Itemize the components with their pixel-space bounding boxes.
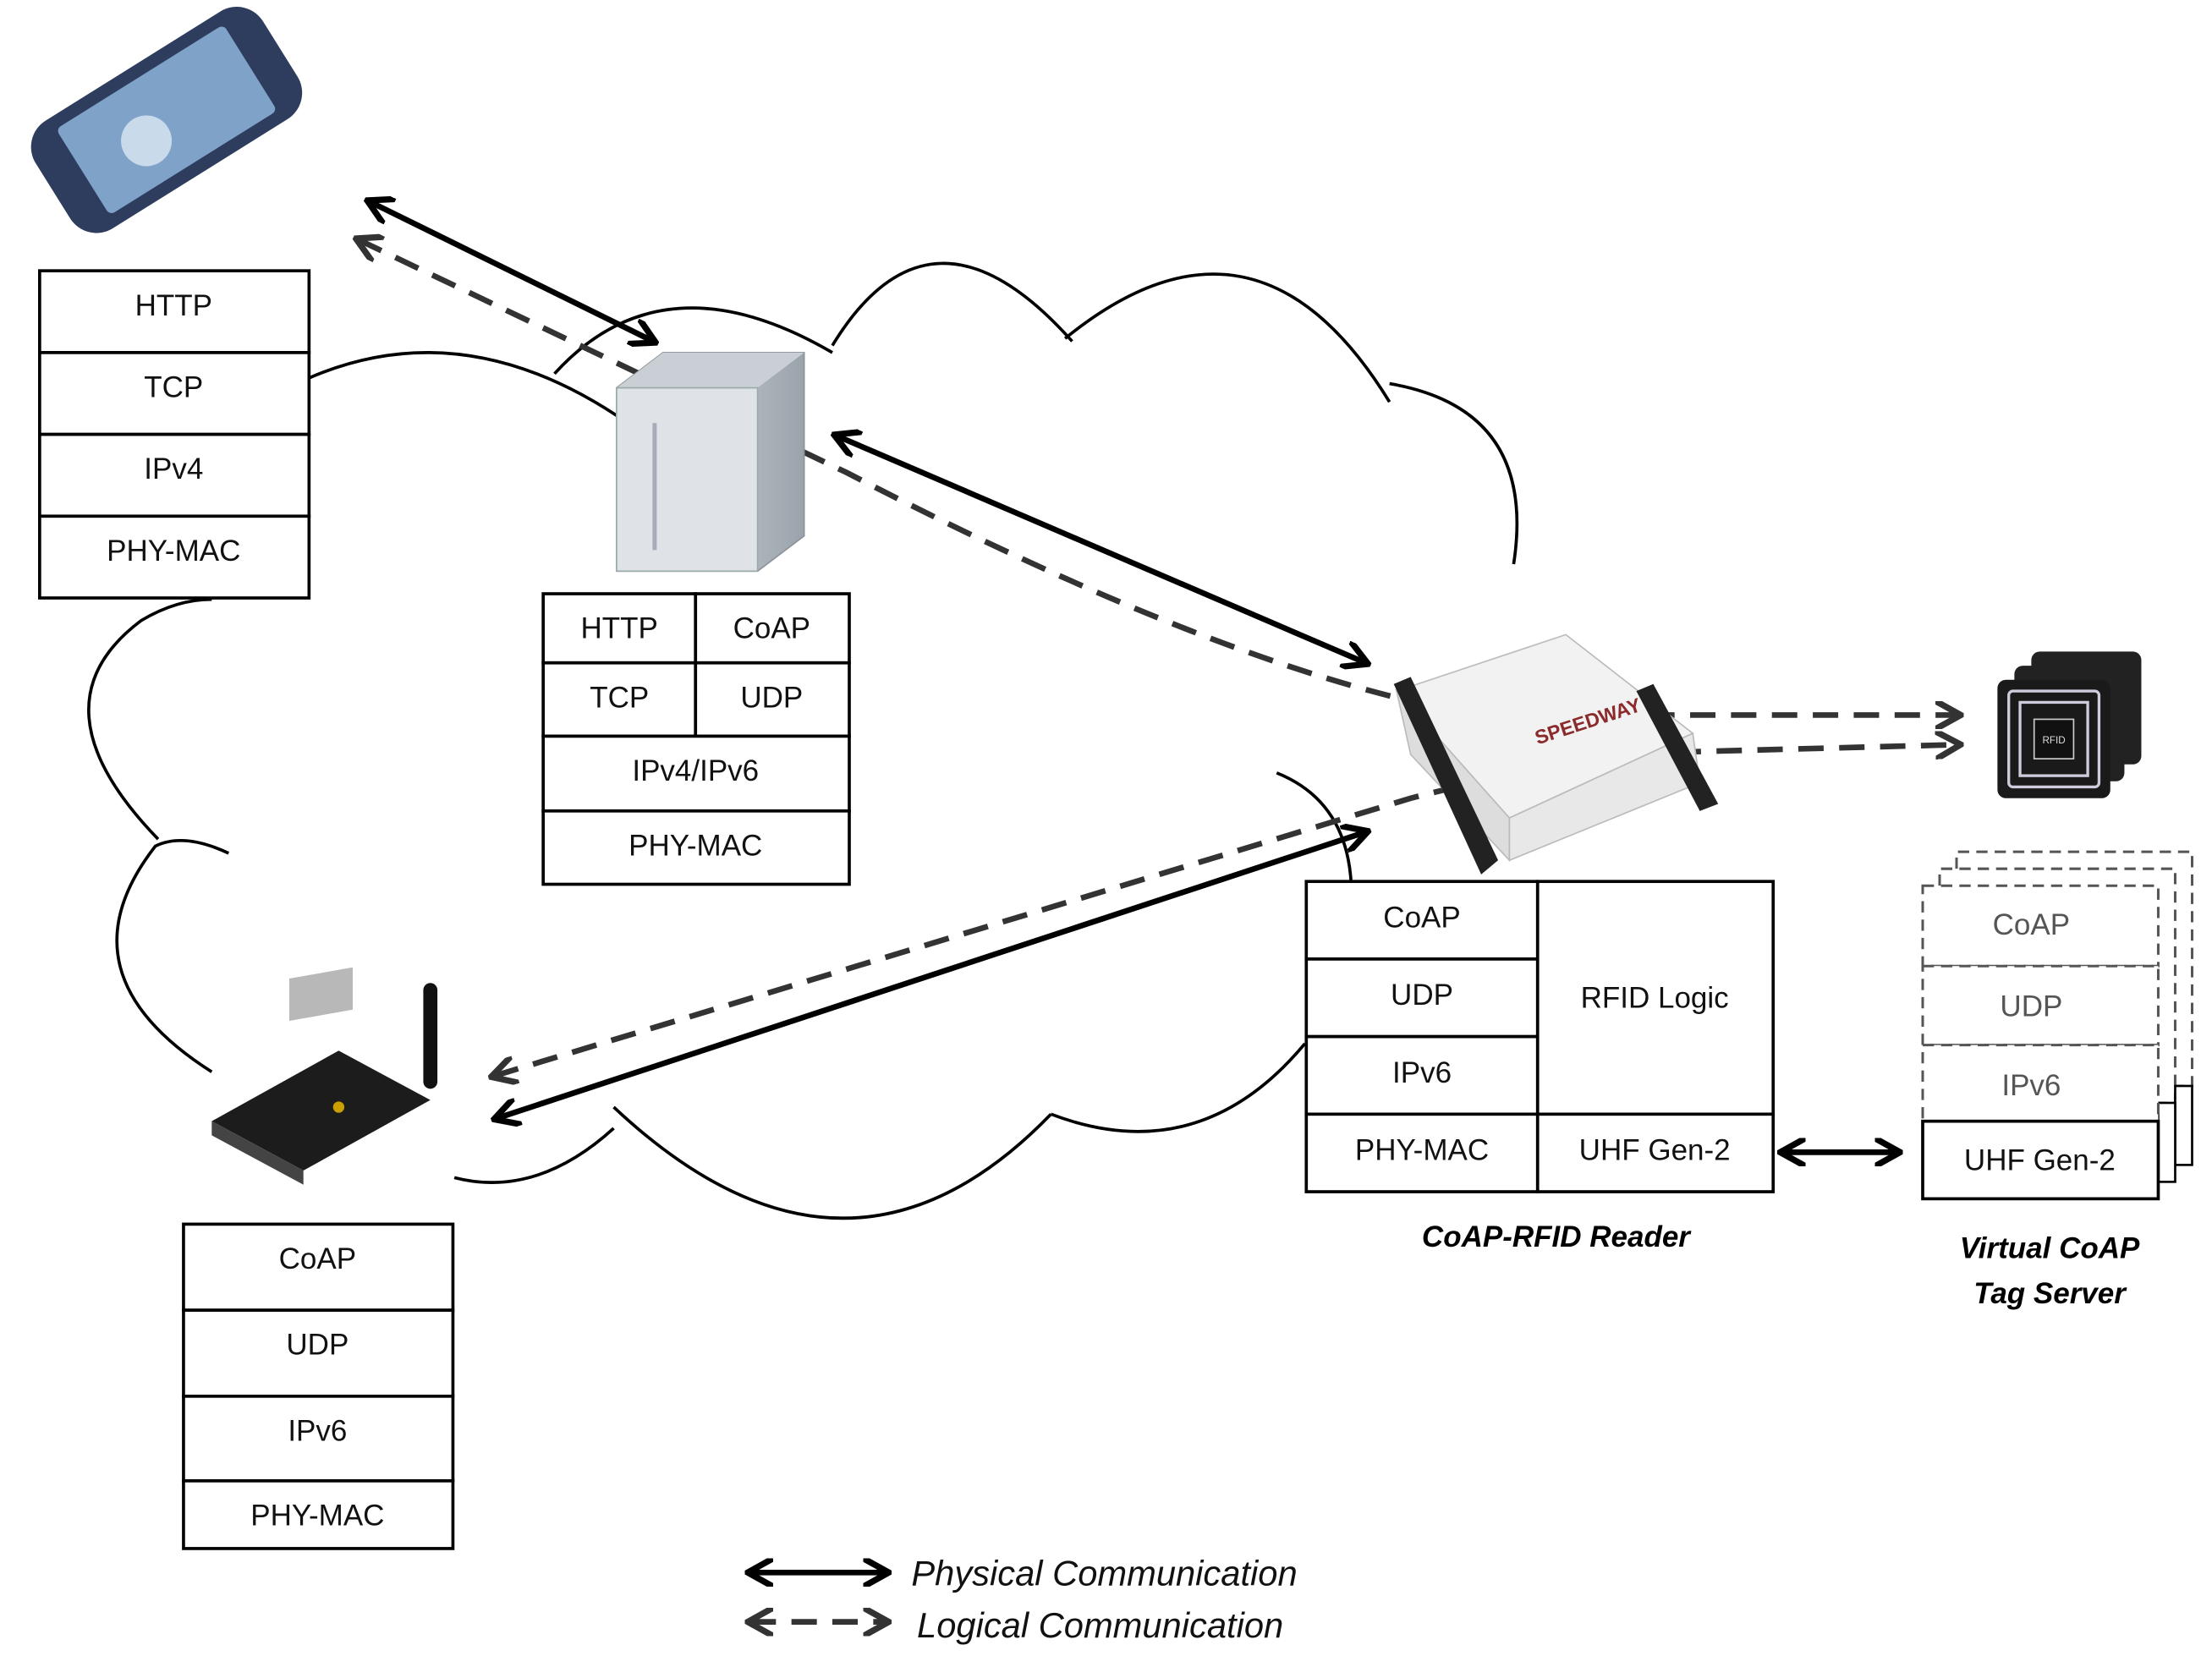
smartphone-stack: HTTP TCP IPv4 PHY-MAC bbox=[38, 269, 311, 600]
tag-server-stack: CoAP UDP IPv6 UHF Gen-2 bbox=[1921, 850, 2193, 1201]
svg-text:PHY-MAC: PHY-MAC bbox=[107, 535, 240, 568]
svg-text:UDP: UDP bbox=[2000, 990, 2062, 1023]
smartphone-icon bbox=[30, 7, 303, 233]
svg-text:IPv6: IPv6 bbox=[288, 1414, 347, 1447]
svg-text:CoAP: CoAP bbox=[1383, 901, 1460, 934]
svg-text:CoAP: CoAP bbox=[733, 612, 810, 645]
tag-server-caption-line2: Tag Server bbox=[1973, 1277, 2127, 1310]
legend-logical-label: Logical Communication bbox=[917, 1605, 1283, 1645]
reader-caption: CoAP-RFID Reader bbox=[1422, 1220, 1692, 1253]
rfid-reader-icon: SPEEDWAY bbox=[1393, 633, 1719, 875]
svg-text:IPv6: IPv6 bbox=[2001, 1069, 2061, 1102]
svg-text:UDP: UDP bbox=[1391, 979, 1453, 1012]
physical-link-server-reader bbox=[837, 436, 1365, 662]
svg-text:PHY-MAC: PHY-MAC bbox=[628, 829, 762, 862]
svg-text:UHF Gen-2: UHF Gen-2 bbox=[1579, 1134, 1731, 1167]
svg-text:PHY-MAC: PHY-MAC bbox=[1355, 1134, 1489, 1167]
physical-link-sensor-reader bbox=[497, 832, 1365, 1119]
svg-text:UDP: UDP bbox=[286, 1329, 349, 1362]
server-icon bbox=[616, 352, 805, 573]
svg-text:UHF Gen-2: UHF Gen-2 bbox=[1964, 1143, 2116, 1176]
svg-text:RFID Logic: RFID Logic bbox=[1581, 982, 1729, 1015]
svg-text:UDP: UDP bbox=[740, 681, 803, 714]
logical-link-sensor-tag bbox=[494, 744, 1958, 1076]
svg-text:CoAP: CoAP bbox=[1993, 908, 2070, 941]
legend: Physical Communication Logical Communica… bbox=[750, 1553, 1298, 1645]
svg-text:HTTP: HTTP bbox=[135, 289, 212, 322]
tag-server-caption-line1: Virtual CoAP bbox=[1960, 1231, 2140, 1264]
svg-text:HTTP: HTTP bbox=[581, 612, 658, 645]
rfid-tags-icon: RFID bbox=[1997, 651, 2142, 798]
svg-text:TCP: TCP bbox=[590, 681, 649, 714]
reader-stack: CoAP UDP IPv6 PHY-MAC RFID Logic UHF Gen… bbox=[1304, 880, 1776, 1193]
svg-text:IPv4/IPv6: IPv4/IPv6 bbox=[632, 754, 759, 787]
legend-physical-label: Physical Communication bbox=[911, 1553, 1297, 1593]
svg-text:CoAP: CoAP bbox=[279, 1242, 356, 1275]
physical-link-phone-server bbox=[370, 201, 653, 341]
sensor-board-icon bbox=[211, 967, 438, 1185]
svg-text:RFID: RFID bbox=[2042, 735, 2065, 746]
svg-text:IPv6: IPv6 bbox=[1392, 1056, 1452, 1089]
svg-text:IPv4: IPv4 bbox=[144, 452, 203, 485]
svg-text:TCP: TCP bbox=[144, 370, 203, 403]
server-stack: HTTP CoAP TCP UDP IPv4/IPv6 PHY-MAC bbox=[541, 592, 851, 886]
sensor-stack: CoAP UDP IPv6 PHY-MAC bbox=[182, 1222, 455, 1550]
svg-text:PHY-MAC: PHY-MAC bbox=[250, 1499, 384, 1532]
